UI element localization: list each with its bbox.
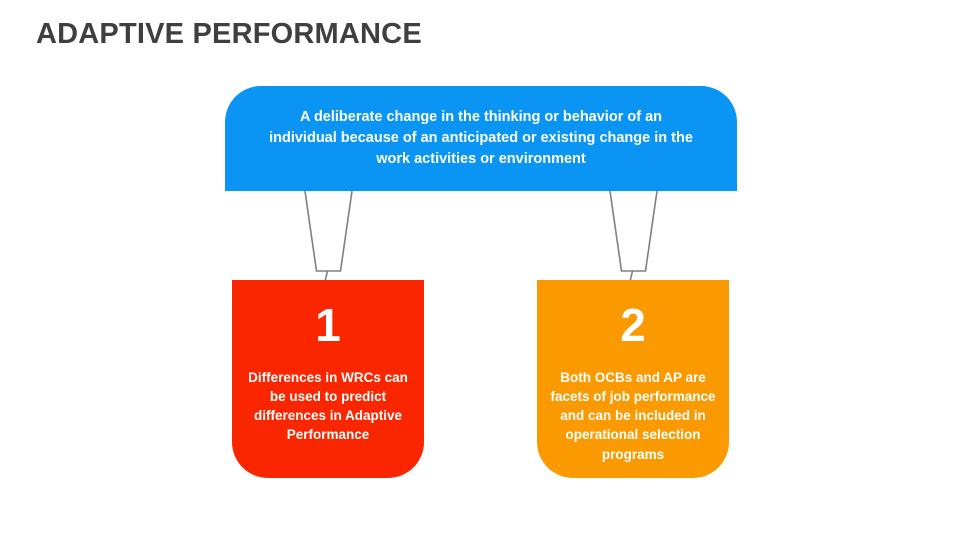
connector-to-node-two: [609, 190, 658, 272]
node-definition-text: A deliberate change in the thinking or b…: [269, 108, 693, 167]
node-branch-two[interactable]: 2 Both OCBs and AP are facets of job per…: [537, 280, 729, 478]
node-branch-two-number: 2: [620, 299, 646, 351]
page-title: ADAPTIVE PERFORMANCE: [36, 18, 422, 50]
node-branch-two-text: Both OCBs and AP are facets of job perfo…: [550, 370, 716, 462]
connector-to-node-one: [304, 190, 353, 272]
node-branch-one-number: 1: [315, 299, 341, 351]
node-definition-top[interactable]: A deliberate change in the thinking or b…: [225, 86, 737, 191]
node-branch-one-text: Differences in WRCs can be used to predi…: [248, 370, 408, 443]
node-branch-one[interactable]: 1 Differences in WRCs can be used to pre…: [232, 280, 424, 478]
